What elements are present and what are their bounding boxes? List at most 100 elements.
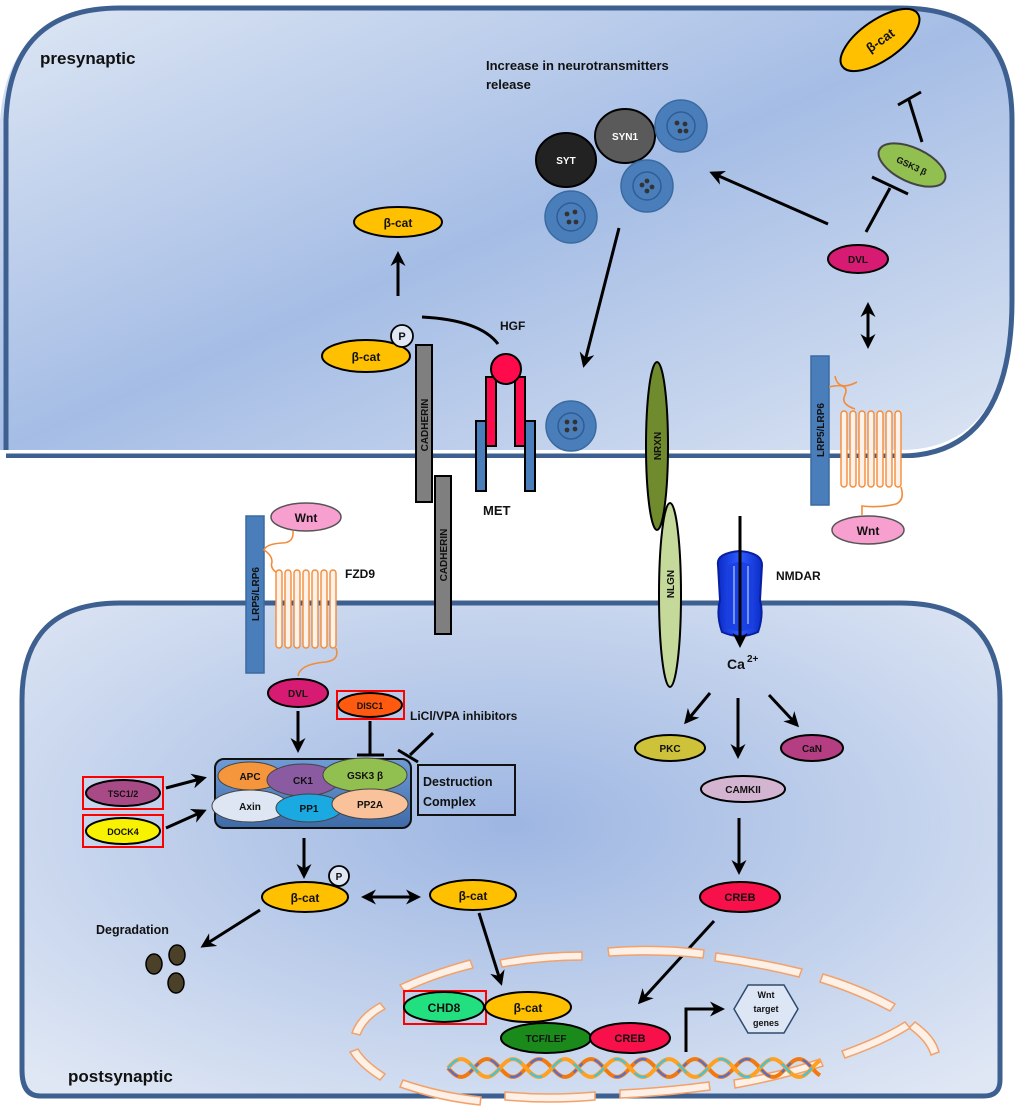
gsk3b-presynaptic: GSK3 β bbox=[877, 142, 947, 188]
camkii: CAMKII bbox=[700, 775, 786, 803]
svg-text:Complex: Complex bbox=[423, 795, 476, 809]
wnt-postsynaptic: Wnt bbox=[270, 502, 342, 532]
fzd9-label: FZD9 bbox=[345, 567, 375, 581]
bcat-presynaptic-free: β-cat bbox=[353, 206, 443, 238]
svg-text:PKC: PKC bbox=[659, 744, 680, 755]
tsc-complex-arrow bbox=[165, 773, 207, 790]
bcat-free-postsynaptic: β-cat bbox=[429, 879, 517, 911]
svg-text:CHD8: CHD8 bbox=[428, 1001, 461, 1015]
bcat-phospho-postsynaptic: β-cat P bbox=[261, 865, 350, 913]
svg-text:DOCK4: DOCK4 bbox=[107, 827, 139, 837]
svg-text:CAMKII: CAMKII bbox=[725, 785, 761, 796]
wnt-target-genes: Wnt target genes bbox=[733, 984, 799, 1034]
destruction-complex-label: Destruction Complex bbox=[417, 764, 516, 816]
inhibition-gsk3b-bcat bbox=[897, 90, 924, 143]
nmdar-label: NMDAR bbox=[776, 569, 821, 583]
svg-text:GSK3 β: GSK3 β bbox=[347, 771, 383, 782]
ca-pkc-arrow bbox=[684, 692, 712, 725]
tcf-lef: TCF/LEF bbox=[500, 1022, 592, 1054]
svg-text:β-cat: β-cat bbox=[459, 889, 488, 903]
vesicle bbox=[620, 159, 674, 213]
svg-text:2+: 2+ bbox=[747, 654, 759, 665]
pp2a: PP2A bbox=[331, 788, 409, 820]
svg-text:DISC1: DISC1 bbox=[357, 701, 384, 711]
calcium-label: Ca 2+ bbox=[727, 654, 759, 672]
dna-strand bbox=[447, 1058, 821, 1078]
bcat-presynaptic-right: β-cat bbox=[839, 7, 921, 73]
syn1-protein: SYN1 bbox=[594, 108, 656, 164]
dock4-complex-arrow bbox=[165, 809, 207, 830]
svg-text:PP2A: PP2A bbox=[357, 800, 383, 811]
svg-text:CADHERIN: CADHERIN bbox=[439, 529, 450, 582]
svg-text:TSC1/2: TSC1/2 bbox=[108, 789, 139, 799]
degradation-label: Degradation bbox=[96, 923, 169, 937]
can: CaN bbox=[780, 734, 844, 762]
vesicle bbox=[544, 190, 598, 244]
gsk3b-complex: GSK3 β bbox=[322, 757, 408, 793]
svg-text:SYT: SYT bbox=[556, 156, 575, 167]
svg-text:DVL: DVL bbox=[288, 689, 308, 700]
svg-text:TCF/LEF: TCF/LEF bbox=[525, 1034, 566, 1045]
creb-cytoplasmic: CREB bbox=[699, 881, 781, 913]
dna-helix bbox=[446, 1057, 822, 1079]
svg-text:CK1: CK1 bbox=[293, 776, 313, 787]
pkc: PKC bbox=[634, 734, 706, 762]
svg-text:Wnt: Wnt bbox=[758, 990, 775, 1000]
ca-can-arrow bbox=[767, 693, 800, 728]
dock4-highlighted: DOCK4 bbox=[82, 814, 164, 848]
postsynaptic-label: postsynaptic bbox=[68, 1067, 173, 1086]
disc1-highlighted: DISC1 bbox=[336, 690, 405, 720]
nrxn: NRXN bbox=[645, 361, 669, 531]
cadherin-postsynaptic: CADHERIN bbox=[434, 475, 452, 635]
svg-text:CREB: CREB bbox=[724, 892, 755, 904]
pp1: PP1 bbox=[275, 793, 343, 823]
licl-vpa-label: LiCl/VPA inhibitors bbox=[410, 709, 518, 723]
svg-text:NRXN: NRXN bbox=[653, 432, 664, 460]
nlgn: NLGN bbox=[658, 502, 682, 688]
svg-text:β-cat: β-cat bbox=[352, 350, 381, 364]
lrp5-lrp6-presynaptic: LRP5/LRP6 bbox=[810, 355, 830, 506]
met-label: MET bbox=[483, 503, 511, 518]
destruction-complex: APC CK1 GSK3 β Axin PP1 PP2A bbox=[211, 757, 412, 829]
svg-text:β-cat: β-cat bbox=[384, 216, 413, 230]
chd8-highlighted: CHD8 bbox=[403, 990, 487, 1025]
degradation-fragments bbox=[145, 944, 186, 994]
inhibition-disc1-complex bbox=[357, 721, 384, 757]
inhibition-licl-complex bbox=[397, 731, 435, 764]
creb-nuclear: CREB bbox=[589, 1022, 671, 1054]
vesicle-docked bbox=[545, 400, 597, 452]
hgf-ligand bbox=[490, 353, 522, 385]
frizzled-presynaptic bbox=[828, 375, 903, 515]
svg-text:β-cat: β-cat bbox=[514, 1001, 543, 1015]
release-label-line2: release bbox=[486, 77, 531, 92]
fzd9-receptor bbox=[263, 530, 338, 677]
svg-text:genes: genes bbox=[753, 1018, 779, 1028]
release-label-line1: Increase in neurotransmitters bbox=[486, 58, 669, 73]
presynaptic-membrane bbox=[0, 8, 1012, 450]
svg-text:Wnt: Wnt bbox=[857, 524, 880, 538]
svg-text:P: P bbox=[398, 331, 405, 343]
svg-text:LRP5/LRP6: LRP5/LRP6 bbox=[251, 567, 262, 621]
postsynaptic-membrane bbox=[19, 600, 1003, 1099]
svg-text:APC: APC bbox=[239, 772, 260, 783]
svg-text:NLGN: NLGN bbox=[666, 570, 677, 598]
dna-strand bbox=[447, 1058, 821, 1078]
hgf-label: HGF bbox=[500, 319, 525, 333]
met-receptor bbox=[475, 353, 536, 492]
bcat-phospho-presynaptic: β-cat P bbox=[321, 324, 414, 373]
transcription-arrow bbox=[684, 1001, 725, 1052]
wnt-presynaptic: Wnt bbox=[831, 515, 905, 545]
vesicle-docking-arrow bbox=[579, 227, 621, 368]
svg-text:Wnt: Wnt bbox=[295, 511, 318, 525]
creb-nuclear-arrow bbox=[637, 919, 716, 1005]
presynaptic-label: presynaptic bbox=[40, 49, 135, 68]
tsc1-2-highlighted: TSC1/2 bbox=[82, 776, 164, 810]
svg-text:CADHERIN: CADHERIN bbox=[420, 399, 431, 452]
svg-text:LRP5/LRP6: LRP5/LRP6 bbox=[816, 403, 827, 457]
degradation-arrow bbox=[200, 908, 261, 948]
hgf-cadherin-link bbox=[421, 315, 500, 345]
lrp5-lrp6-postsynaptic: LRP5/LRP6 bbox=[245, 515, 265, 674]
dvl-postsynaptic: DVL bbox=[267, 678, 329, 708]
bcat-nuclear: β-cat bbox=[484, 991, 572, 1023]
